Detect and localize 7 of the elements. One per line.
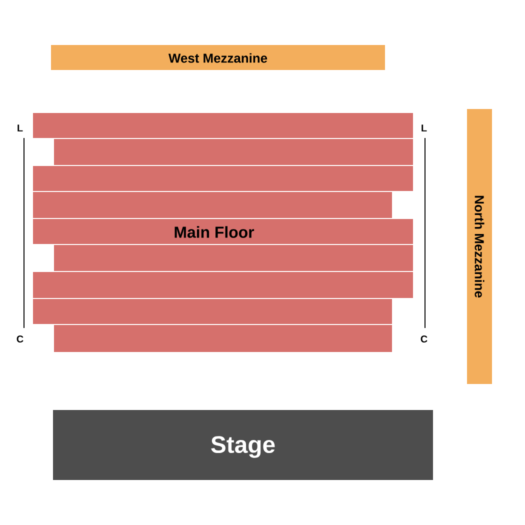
node-label: Main Floor — [174, 226, 254, 238]
mezzanine-section: West Mezzanine — [51, 45, 385, 70]
mezzanine-section: North Mezzanine — [467, 109, 492, 384]
row-letter: L — [18, 124, 23, 132]
row-letter: C — [16, 335, 24, 343]
floor-section: Main Floor — [33, 113, 413, 352]
stage-area: Stage — [53, 410, 433, 480]
